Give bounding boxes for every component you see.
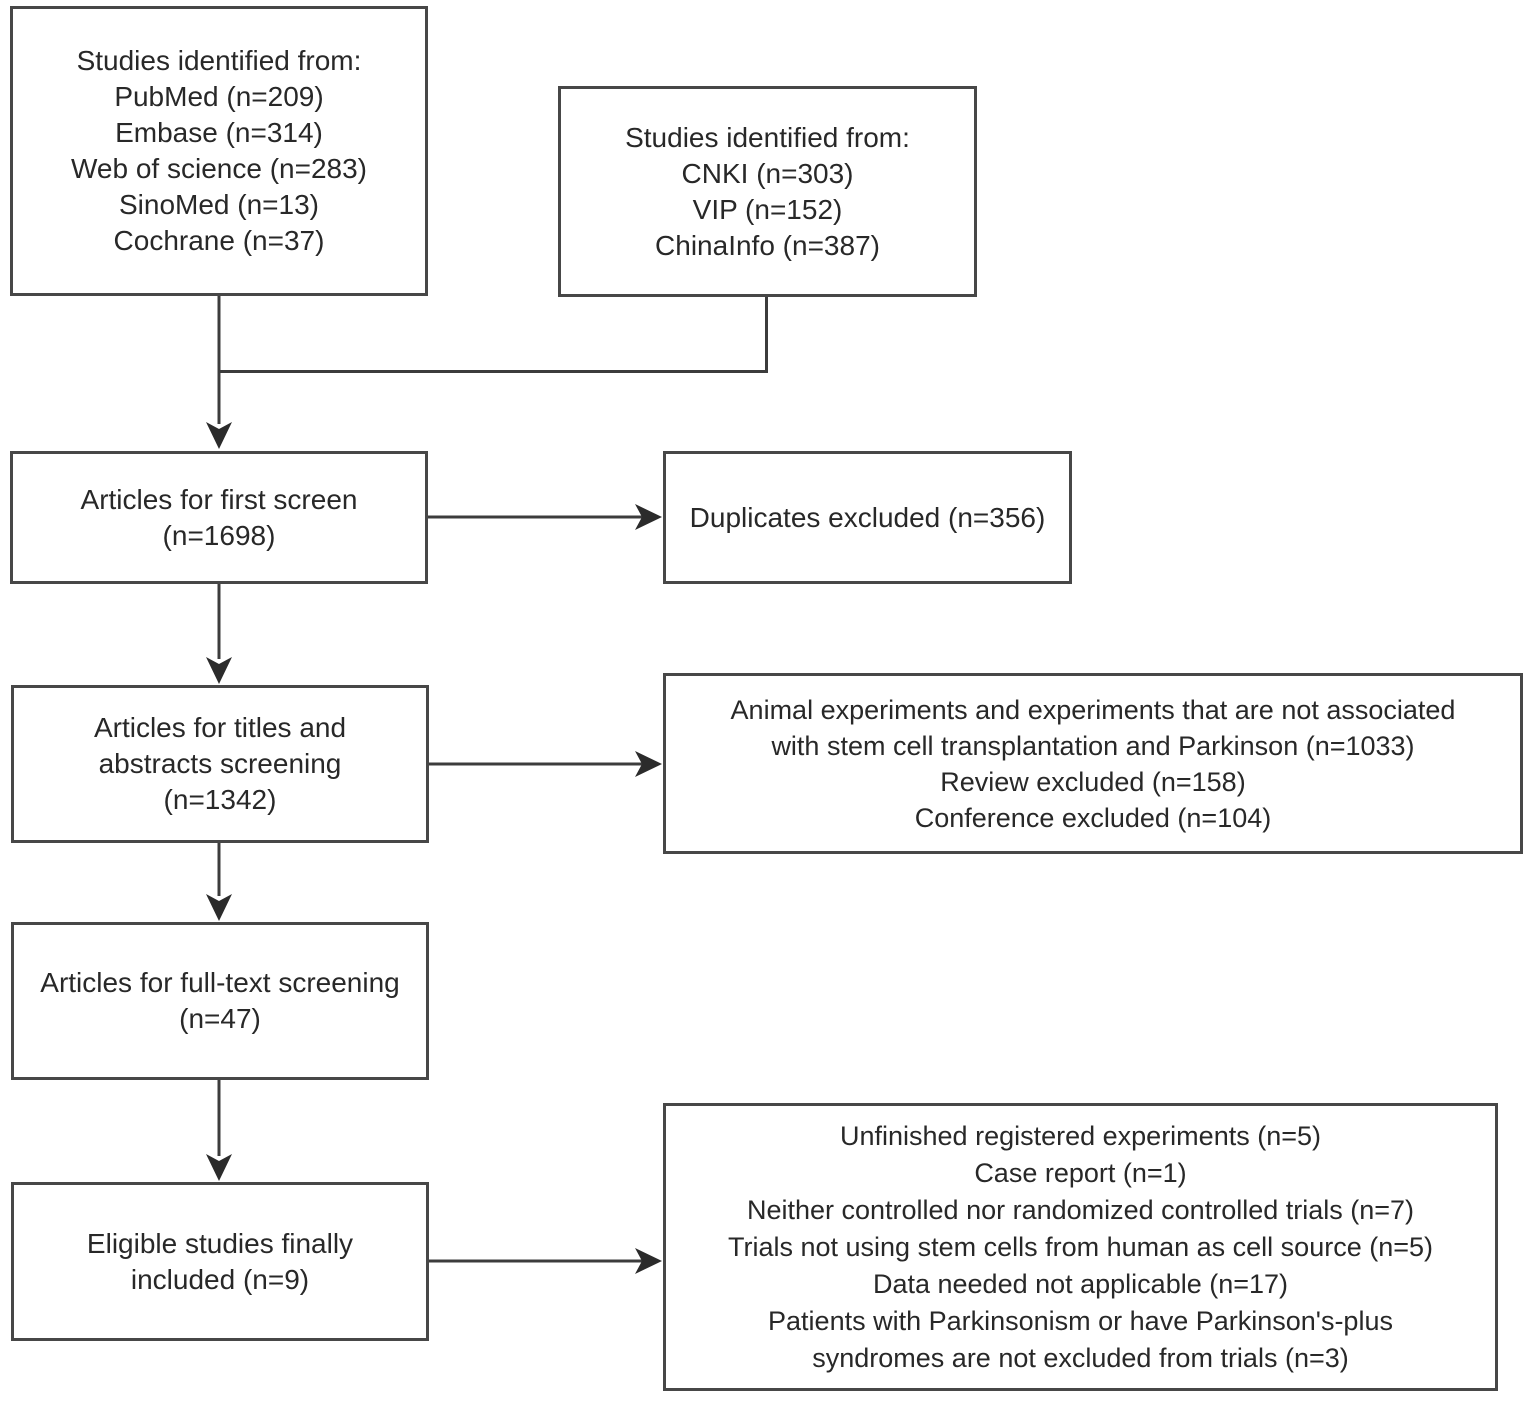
box-studies-identified-international-databases: Studies identified from: PubMed (n=209) … — [10, 6, 428, 296]
box-text: Duplicates excluded (n=356) — [689, 501, 1046, 533]
box-text: Unfinished registered experiments (n=5) … — [727, 1120, 1434, 1373]
box-full-text-screening: Articles for full-text screening (n=47) — [11, 922, 429, 1080]
box-text: Articles for first screen (n=1698) — [80, 483, 358, 551]
box-text: Articles for full-text screening (n=47) — [40, 967, 400, 1034]
connector-firstscreen-to-duplicates — [428, 504, 662, 530]
box-text: Eligible studies finally included (n=9) — [86, 1227, 354, 1295]
connector-titles-to-exclusions — [429, 751, 662, 777]
connector-fulltext-down — [206, 1080, 232, 1181]
box-text: Articles for titles and abstracts screen… — [93, 712, 347, 815]
box-title-abstract-screening: Articles for titles and abstracts screen… — [11, 685, 429, 843]
box-text: Animal experiments and experiments that … — [730, 694, 1456, 833]
connector-titles-down — [206, 843, 232, 921]
connector-eligible-to-exclusions — [429, 1248, 662, 1274]
box-text: Studies identified from: CNKI (n=303) VI… — [625, 121, 910, 261]
box-title-abstract-exclusion-reasons: Animal experiments and experiments that … — [663, 673, 1523, 854]
connector-sources-merge — [206, 295, 768, 449]
box-text: Studies identified from: PubMed (n=209) … — [71, 45, 367, 256]
box-full-text-exclusion-reasons: Unfinished registered experiments (n=5) … — [663, 1103, 1498, 1391]
box-duplicates-excluded: Duplicates excluded (n=356) — [663, 451, 1072, 584]
box-articles-first-screen: Articles for first screen (n=1698) — [10, 451, 428, 584]
box-eligible-studies-included: Eligible studies finally included (n=9) — [11, 1182, 429, 1341]
connector-firstscreen-down — [206, 584, 232, 684]
box-studies-identified-chinese-databases: Studies identified from: CNKI (n=303) VI… — [558, 86, 977, 297]
